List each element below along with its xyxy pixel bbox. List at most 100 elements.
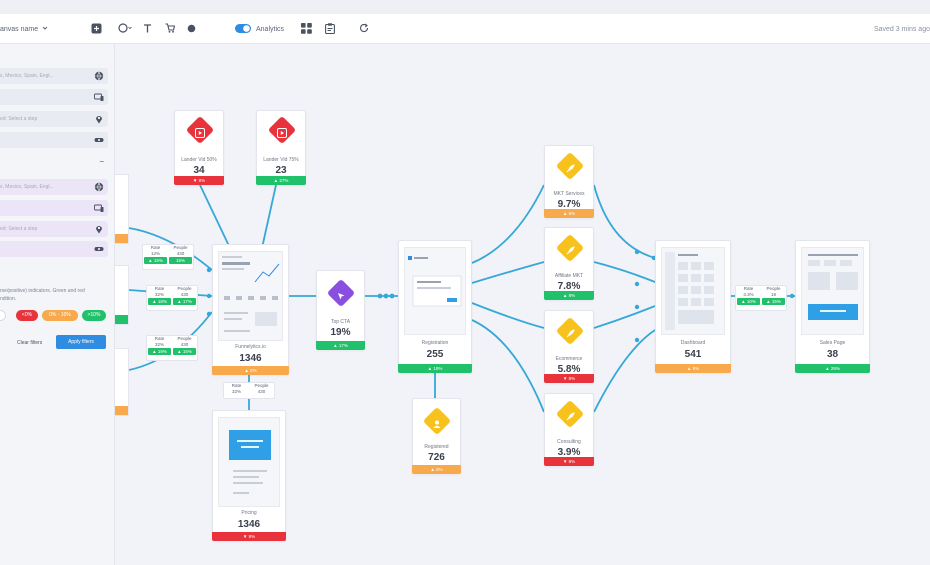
page-thumbnail — [661, 247, 725, 335]
filter-row-link[interactable] — [0, 241, 108, 257]
people-change-badge: 16% — [169, 257, 192, 264]
filter-text: ed: Select a step — [0, 226, 38, 232]
cursor-click-icon — [336, 288, 346, 306]
connector-dot — [389, 293, 395, 299]
filter-row-device[interactable] — [0, 200, 108, 216]
filter-text: s, Mexico, Spain, Engl... — [0, 184, 54, 190]
node-label: Affiliate MKT — [554, 273, 584, 279]
connector-line — [261, 184, 277, 249]
top-toolbar: anvas name Analytics — [0, 14, 930, 44]
analytics-toggle[interactable]: Analytics — [235, 14, 284, 44]
chip-positive[interactable]: >10% — [82, 310, 106, 321]
node-change-badge: ▲ 27% — [256, 176, 306, 185]
filter-row-device[interactable] — [0, 89, 108, 105]
refresh-icon — [359, 23, 369, 35]
filter-row-step[interactable]: ed: Select a step — [0, 111, 108, 127]
node-value: 23 — [275, 165, 287, 176]
canvas-name-dropdown[interactable]: anvas name — [0, 14, 60, 44]
misc-tool-button[interactable] — [187, 14, 196, 44]
node-top-cta[interactable]: Top CTA 19% ▲ 17% — [316, 270, 365, 350]
toggle-switch — [235, 23, 251, 35]
play-icon — [195, 125, 205, 143]
collapse-minus-icon[interactable]: − — [99, 157, 104, 166]
user-icon — [432, 416, 442, 434]
connector-dot — [377, 293, 383, 299]
chevron-down-icon — [42, 25, 48, 33]
node-change-badge: ▲ 8% — [544, 291, 594, 300]
clipboard-button[interactable] — [325, 14, 335, 44]
funnel-canvas — [128, 184, 795, 413]
people-value: 430 — [176, 251, 185, 256]
connector-dot — [789, 293, 795, 299]
filter-row-step[interactable]: ed: Select a step — [0, 221, 108, 237]
rocket-icon — [565, 326, 575, 344]
text-tool-button[interactable] — [143, 14, 152, 44]
offscreen-node[interactable] — [115, 348, 129, 416]
filter-row-country[interactable]: s, Mexico, Spain, Engl... — [0, 179, 108, 195]
connector-line — [593, 305, 656, 329]
rate-label: Rate — [743, 286, 754, 291]
filter-row-link[interactable] — [0, 132, 108, 148]
apply-filters-button[interactable]: Apply filters — [56, 335, 106, 349]
clear-filters-button[interactable]: Clear filters — [17, 340, 43, 346]
canvas-name: anvas name — [0, 25, 39, 33]
node-value: 1346 — [237, 519, 261, 530]
node-label: Registration — [421, 340, 449, 346]
add-button[interactable] — [91, 14, 102, 44]
node-registered[interactable]: Registered 726 ▲ 8% — [412, 398, 461, 474]
node-lander-vid-50[interactable]: Lander Vid 50% 34 ▼ 8% — [174, 110, 224, 185]
offscreen-node[interactable] — [115, 265, 129, 325]
shape-tool-button[interactable] — [118, 14, 132, 44]
connector-line — [199, 184, 231, 249]
connector-dot — [634, 281, 640, 287]
node-label: Sales Page — [819, 340, 846, 346]
rate-value: 32% — [231, 389, 241, 394]
offscreen-node[interactable] — [115, 174, 129, 244]
node-value: 1346 — [239, 353, 262, 364]
node-mkt-services[interactable]: MKT Services 9.7% ▲ 8% — [544, 145, 594, 218]
node-change-badge: ▲ 8% — [544, 209, 594, 218]
pin-icon — [94, 224, 104, 234]
people-label: People — [173, 245, 188, 250]
cart-icon — [165, 23, 176, 35]
rocket-icon — [565, 161, 575, 179]
rate-label: Rate — [154, 336, 165, 341]
node-sales-page[interactable]: Sales Page 38 ▲ 28% — [795, 240, 870, 373]
connector-dot — [206, 311, 212, 317]
people-change-badge: ▲ 15% — [173, 348, 196, 355]
refresh-button[interactable] — [359, 14, 369, 44]
rate-value: 32% — [154, 342, 164, 347]
node-value: 5.8% — [557, 364, 581, 375]
filter-row-country[interactable]: s, Mexico, Spain, Engl... — [0, 68, 108, 84]
node-value: 541 — [684, 349, 702, 360]
chip-neutral[interactable]: 0% - 10% — [42, 310, 78, 321]
grid-view-button[interactable] — [301, 14, 312, 44]
page-thumbnail — [801, 247, 864, 335]
node-ecommerce[interactable]: Ecommerce 5.8% ▼ 8% — [544, 310, 594, 383]
node-change-badge: ▲ 17% — [316, 341, 365, 350]
node-value: 9.7% — [557, 199, 581, 210]
node-dashboard-page[interactable]: Dashboard 541 ▲ 8% — [655, 240, 731, 373]
rate-value: 12% — [150, 251, 160, 256]
play-icon — [277, 125, 287, 143]
cart-tool-button[interactable] — [165, 14, 176, 44]
node-funnelytics-page[interactable]: Funnelytics.io 1346 ▲ 8% — [212, 244, 289, 375]
chip-negative[interactable]: <0% — [16, 310, 38, 321]
node-change-badge: ▲ 28% — [795, 364, 870, 373]
node-registration-page[interactable]: Registration 255 ▲ 19% — [398, 240, 472, 373]
connector-line — [471, 319, 545, 413]
chip-partial[interactable] — [0, 310, 6, 321]
rate-label: Rate — [150, 245, 161, 250]
analytics-label: Analytics — [256, 25, 285, 33]
node-change-badge: ▼ 8% — [212, 532, 286, 541]
node-affiliate-mkt[interactable]: Affiliate MKT 7.8% ▲ 8% — [544, 227, 594, 300]
node-consulting[interactable]: Consulting 3.9% ▼ 8% — [544, 393, 594, 466]
indicator-note-line: ndition. — [0, 296, 17, 302]
people-value: 430 — [180, 292, 189, 297]
node-change-badge: ▼ 8% — [174, 176, 224, 185]
node-pricing-page[interactable]: Pricing 1346 ▼ 8% — [212, 410, 286, 541]
node-lander-vid-75[interactable]: Lander Vid 75% 23 ▲ 27% — [256, 110, 306, 185]
rate-change-badge: ▲ 19% — [148, 348, 171, 355]
node-label: Registered — [424, 444, 449, 450]
